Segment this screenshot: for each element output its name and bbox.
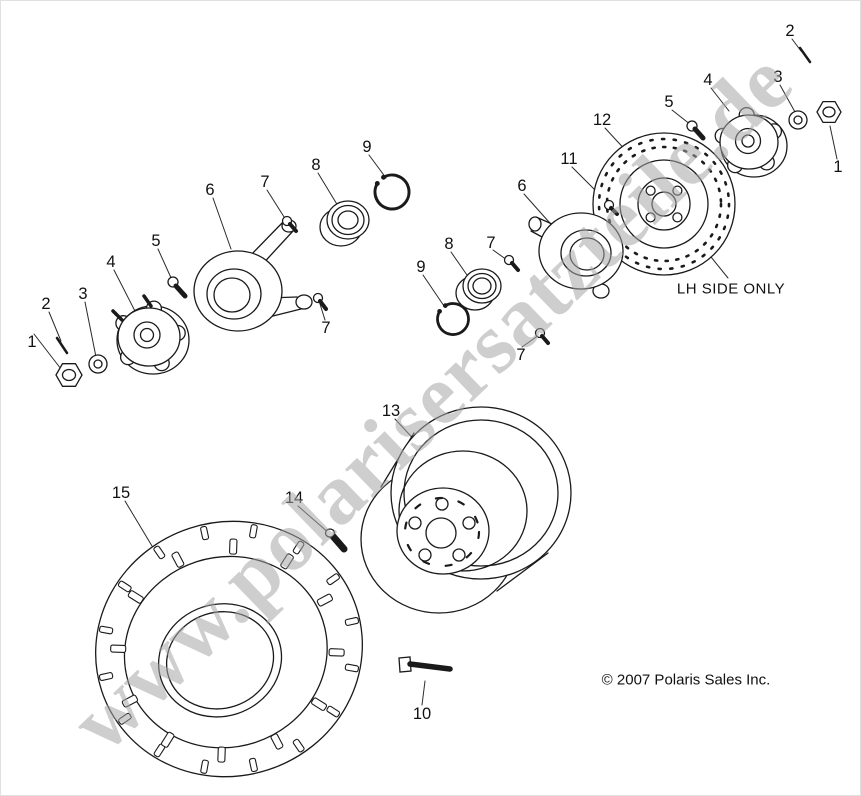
bearing-carrier-right xyxy=(528,212,624,299)
brake-disc xyxy=(592,132,736,276)
wheel-rim xyxy=(360,406,572,614)
bolt-11 xyxy=(603,199,619,216)
snap-ring-left xyxy=(373,173,411,211)
cotter-pin-left xyxy=(55,336,69,355)
copyright-text: © 2007 Polaris Sales Inc. xyxy=(601,671,771,689)
lh-side-note: LH SIDE ONLY xyxy=(676,280,786,298)
bolt-5-left xyxy=(167,276,188,299)
bolt-7-right-lower xyxy=(534,327,550,345)
tire xyxy=(95,520,363,778)
bolt-7-right-upper xyxy=(503,254,520,272)
bolt-7-upper-left xyxy=(281,215,298,233)
leader-lines xyxy=(33,38,838,706)
tire-tread-inner xyxy=(110,538,345,763)
wheel-bolt xyxy=(398,656,453,673)
bolt-5-right xyxy=(686,120,706,141)
nut-left xyxy=(55,363,83,387)
bearing-carrier-left xyxy=(193,219,313,332)
washer-right xyxy=(788,110,808,130)
nut-right xyxy=(816,100,842,124)
hub-right xyxy=(714,106,788,178)
bolt-7-lower-left xyxy=(312,292,328,311)
bearing-left xyxy=(319,200,370,247)
valve-stem xyxy=(324,528,348,553)
cotter-pin-right xyxy=(798,46,812,64)
bearing-right xyxy=(455,268,502,311)
tire-tread-outer xyxy=(98,524,360,774)
washer-left xyxy=(88,354,108,374)
snap-ring-right xyxy=(436,302,470,336)
hub-left xyxy=(111,294,190,375)
